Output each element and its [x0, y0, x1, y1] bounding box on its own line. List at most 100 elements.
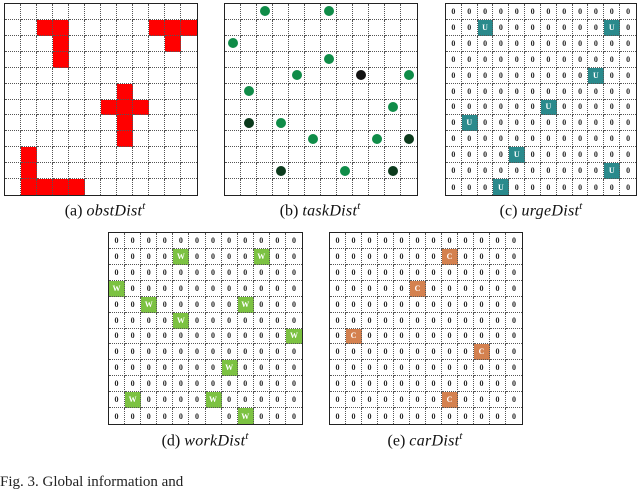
- task-dot-icon: [404, 133, 414, 144]
- grid-cell: 0: [410, 360, 426, 377]
- grid-cell: 0: [285, 360, 302, 377]
- grid-cell: 0: [572, 19, 589, 36]
- task-dot-icon: [259, 6, 270, 17]
- grid-cell: 0: [426, 233, 442, 249]
- grid-cell: 0: [141, 360, 158, 377]
- grid-cell: 0: [446, 67, 462, 84]
- grid-cell: 0: [461, 4, 478, 20]
- grid-cell: [85, 67, 101, 84]
- grid-cell: [69, 83, 85, 100]
- grid-cell: 0: [556, 67, 573, 84]
- grid-cell: 0: [237, 376, 254, 393]
- grid-cell: 0: [442, 264, 458, 281]
- grid-cell: [165, 51, 181, 68]
- grid-cell: [85, 83, 101, 100]
- grid-cell: 0: [205, 328, 222, 345]
- grid-cell: 0: [490, 328, 506, 345]
- grid-cell: 0: [173, 360, 190, 377]
- grid-cell: 0: [378, 376, 394, 393]
- grid-cell: 0: [189, 344, 206, 361]
- grid-cell: 0: [253, 264, 270, 281]
- grid-cell: [117, 35, 133, 52]
- grid-cell: [5, 99, 21, 116]
- marker-cell: C: [410, 280, 426, 297]
- grid-cell: [181, 131, 197, 148]
- grid-cell: 0: [556, 51, 573, 68]
- grid-cell: 0: [458, 360, 474, 377]
- caption-label: (c): [499, 202, 518, 220]
- grid-cell: 0: [269, 248, 286, 265]
- grid-cell: [5, 4, 21, 20]
- grid-cell: 0: [620, 68, 636, 84]
- grid-cell: [53, 83, 69, 100]
- grid-cell: [181, 147, 197, 164]
- grid-cell: [305, 131, 321, 148]
- caption-c: (c) urgeDistt: [466, 200, 616, 220]
- grid-cell: 0: [588, 51, 605, 68]
- grid-cell: 0: [237, 233, 254, 249]
- grid-cell: 0: [125, 376, 142, 393]
- obstacle-cell: [117, 83, 133, 100]
- grid-cell: 0: [477, 35, 494, 52]
- grid-cell: 0: [253, 392, 270, 409]
- caption-name: obstDist: [86, 202, 143, 220]
- grid-cell: [257, 179, 273, 195]
- grid-cell: 0: [109, 328, 126, 345]
- grid-cell: [21, 51, 37, 68]
- grid-cell: [353, 35, 369, 52]
- grid-cell: 0: [346, 360, 362, 377]
- grid-cell: 0: [205, 280, 222, 297]
- grid-cell: 0: [604, 99, 621, 116]
- grid-cell: 0: [205, 312, 222, 329]
- grid-cell: 0: [394, 264, 410, 281]
- grid-cell: 0: [572, 131, 589, 148]
- grid-cell: [69, 4, 85, 20]
- grid-cell: [385, 67, 401, 84]
- grid-cell: [117, 67, 133, 84]
- grid-cell: [241, 67, 257, 84]
- grid-cell: [117, 4, 133, 20]
- grid-cell: 0: [394, 408, 410, 424]
- grid-cell: 0: [410, 376, 426, 393]
- grid-cell: 0: [458, 233, 474, 249]
- grid-cell: 0: [426, 296, 442, 313]
- grid-cell: [353, 163, 369, 180]
- grid-cell: [5, 19, 21, 36]
- grid-cell: [225, 163, 241, 180]
- grid-cell: [5, 115, 21, 132]
- grid-cell: 0: [573, 179, 589, 195]
- grid-cell: 0: [446, 115, 462, 132]
- grid-cell: [37, 51, 53, 68]
- grid-cell: 0: [506, 297, 522, 313]
- grid-cell: [273, 83, 289, 100]
- grid-cell: 0: [506, 233, 522, 249]
- grid-cell: [37, 147, 53, 164]
- grid-cell: [5, 163, 21, 180]
- grid-cell: 0: [157, 344, 174, 361]
- caption-name: taskDist: [302, 202, 358, 220]
- grid-cell: 0: [572, 163, 589, 180]
- grid-cell: 0: [253, 360, 270, 377]
- grid-cell: [133, 131, 149, 148]
- grid-cell: [273, 147, 289, 164]
- obstacle-cell: [21, 163, 37, 180]
- grid-cell: 0: [205, 296, 222, 313]
- marker-cell: C: [474, 344, 490, 361]
- grid-cell: [257, 67, 273, 84]
- grid-cell: [401, 131, 417, 148]
- grid-cell: [117, 163, 133, 180]
- grid-cell: [273, 179, 289, 195]
- grid-cell: 0: [253, 296, 270, 313]
- obstacle-cell: [133, 99, 149, 116]
- grid-cell: [369, 67, 385, 84]
- grid-cell: [85, 147, 101, 164]
- grid-cell: [5, 147, 21, 164]
- grid-cell: [69, 131, 85, 148]
- grid-cell: 0: [125, 328, 142, 345]
- grid-cell: 0: [620, 100, 636, 116]
- grid-cell: 0: [362, 296, 378, 313]
- grid-cell: 0: [189, 328, 206, 345]
- grid-cell: [289, 131, 305, 148]
- grid-cell: [369, 51, 385, 68]
- task-dot-icon: [355, 70, 366, 81]
